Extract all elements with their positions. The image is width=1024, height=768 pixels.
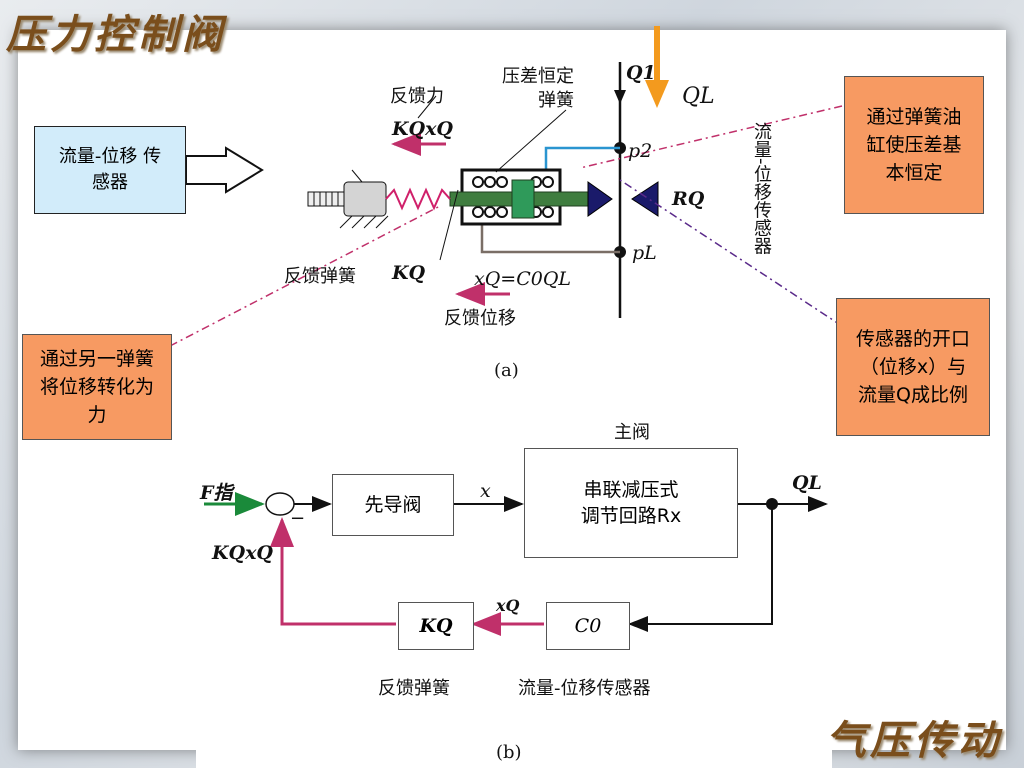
label-feedback-displacement: 反馈位移 [444, 308, 516, 329]
callout-top-right: 通过弹簧油缸使压差基本恒定 [844, 76, 984, 214]
label-kx-a: KQxQ [392, 118, 453, 140]
label-fig-a: (a) [494, 360, 519, 381]
label-minus: − [290, 508, 306, 529]
resistor-cone [631, 181, 659, 217]
label-feedback-spring-b: 反馈弹簧 [378, 678, 450, 699]
label-feedback-spring-a: 反馈弹簧 [284, 266, 356, 287]
leader-force [417, 95, 437, 119]
leader-spring [495, 109, 567, 173]
page-title: 压力控制阀 [6, 11, 226, 58]
guide-mid [619, 179, 843, 327]
label-sensor-vertical: 流量-位移传感器 [751, 122, 772, 255]
p2-line [544, 146, 620, 170]
label-fig-b: (b) [496, 742, 522, 763]
guide-left [169, 205, 441, 347]
label-kq-a: KQ [392, 262, 426, 284]
label-xq-b: xQ [496, 596, 520, 615]
ql-arrow-head [645, 80, 669, 108]
label-ql-b: QL [792, 472, 822, 494]
flow-arrow-q1 [614, 90, 626, 104]
feedback-path-c0 [628, 504, 773, 632]
block-c0: C0 [546, 602, 630, 650]
label-main-valve: 主阀 [614, 422, 650, 443]
block-pilot-valve: 先导阀 [332, 474, 454, 536]
label-feedback-force: 反馈力 [390, 86, 444, 107]
block-kq: KQ [398, 602, 474, 650]
pl-line [480, 222, 620, 254]
leader-feedback-spring [439, 189, 459, 261]
sensor-cone [587, 181, 613, 217]
label-pl: pL [632, 242, 657, 264]
kq-to-sum [270, 517, 396, 626]
feedback-spring [385, 187, 451, 211]
label-sensor-b: 流量-位移传感器 [518, 678, 651, 699]
callout-left: 通过另一弹簧将位移转化为力 [22, 334, 172, 440]
label-xq-eq: xQ=C0QL [474, 268, 572, 290]
label-rq: RQ [672, 188, 705, 210]
callout-mid-right: 传感器的开口（位移x）与流量Q成比例 [836, 298, 990, 436]
adjust-knob [343, 181, 387, 217]
figure-panel [196, 40, 832, 768]
label-pressure-spring-1: 压差恒定 [502, 66, 574, 87]
label-p2: p2 [628, 140, 653, 162]
piston [511, 179, 535, 219]
label-pressure-spring-2: 弹簧 [538, 90, 574, 111]
brand-watermark: 气压传动 [826, 717, 1002, 764]
label-q1: Q1 [626, 62, 656, 84]
label-x: x [480, 480, 491, 502]
label-f-ref: F指 [200, 482, 233, 504]
callout-sensor: 流量-位移 传感器 [34, 126, 186, 214]
block-series-circuit: 串联减压式调节回路Rx [524, 448, 738, 558]
label-kx-b: KQxQ [212, 542, 273, 564]
sensor-pointer-arrow [185, 146, 264, 194]
label-ql-a: QL [682, 84, 715, 109]
